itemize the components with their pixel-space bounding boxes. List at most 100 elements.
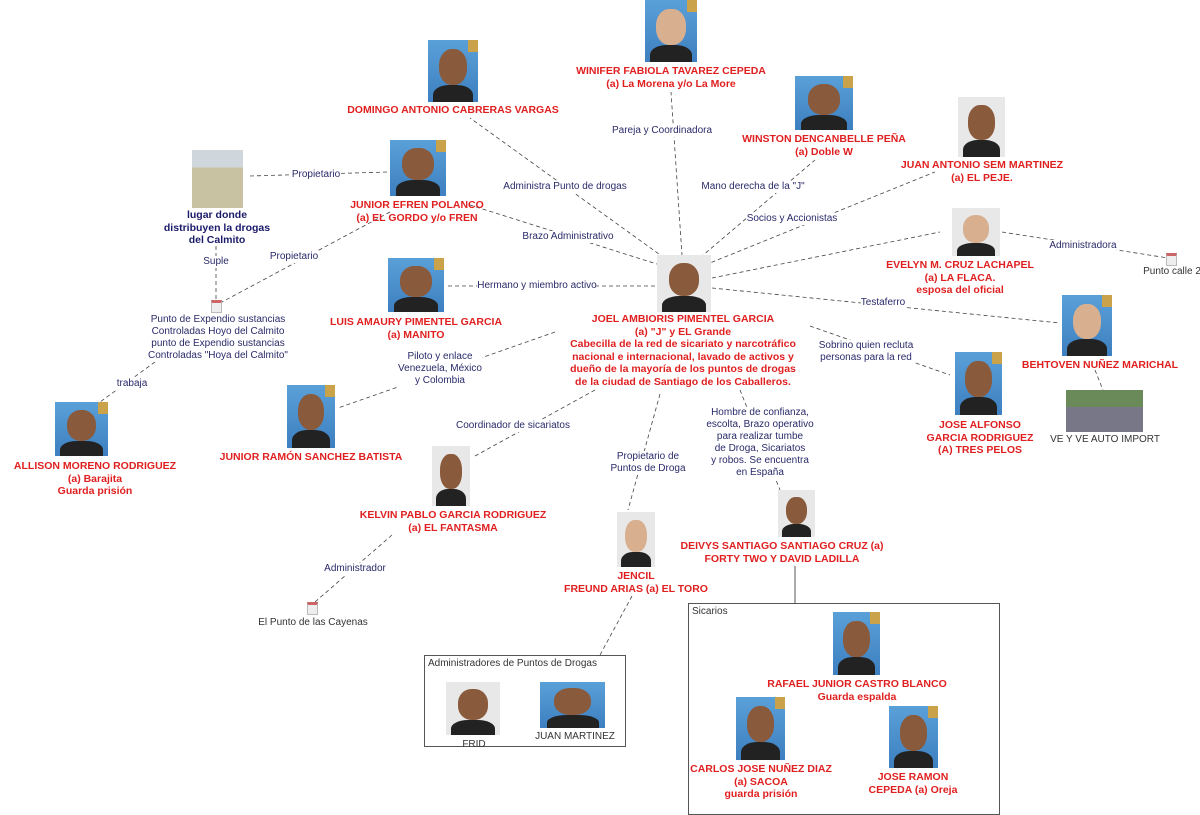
label-text: Controladas "Hoya del Calmito" bbox=[148, 350, 288, 361]
label-text: nacional e internacional, lavado de acti… bbox=[572, 350, 794, 363]
label-text: Administradora bbox=[1049, 240, 1117, 251]
label-text: FORTY TWO Y DAVID LADILLA bbox=[704, 552, 860, 565]
id-badge-icon bbox=[436, 140, 446, 152]
place-icon bbox=[307, 602, 318, 615]
node-luis[interactable]: LUIS AMAURY PIMENTEL GARCIA(a) MANITO bbox=[330, 316, 502, 341]
photo-deivys bbox=[778, 490, 815, 537]
label-text: (a) Doble W bbox=[795, 145, 853, 158]
photo-luis bbox=[388, 258, 444, 312]
edge-label-socios: Socios y Accionistas bbox=[746, 213, 838, 225]
photo-kelvin bbox=[432, 446, 470, 506]
label-text: (a) EL GORDO y/o FREN bbox=[356, 211, 478, 224]
node-deivys[interactable]: DEIVYS SANTIAGO SANTIAGO CRUZ (a)FORTY T… bbox=[680, 540, 883, 565]
label-text: DEIVYS SANTIAGO SANTIAGO CRUZ (a) bbox=[680, 540, 884, 552]
edge-label-administradora: Administradora bbox=[1049, 240, 1117, 252]
photo-joel bbox=[657, 255, 711, 312]
label-text: Administra Punto de drogas bbox=[503, 181, 627, 192]
label-text: y Colombia bbox=[414, 375, 466, 386]
label-text: y robos. Se encuentra bbox=[711, 455, 809, 466]
edge-label-propietario: Propietario bbox=[291, 169, 341, 181]
label-text: (a) SACOA bbox=[734, 775, 788, 788]
label-text: JUNIOR RAMÓN SANCHEZ BATISTA bbox=[219, 451, 403, 463]
label-text: distribuyen la drogas bbox=[163, 221, 271, 234]
label-text: (a) Barajita bbox=[67, 472, 123, 485]
label-text: para realizar tumbe bbox=[716, 431, 804, 442]
label-text: Coordinador de sicariatos bbox=[456, 420, 570, 431]
label-text: esposa del oficial bbox=[916, 284, 1004, 296]
label-text: Testaferro bbox=[860, 297, 906, 308]
label-text: JOSE RAMON bbox=[877, 771, 949, 783]
label-text: Punto de Expendio sustancias bbox=[150, 314, 286, 325]
label-text: KELVIN PABLO GARCIA RODRIGUEZ bbox=[359, 509, 547, 521]
node-punto-calle[interactable]: Punto calle 2 bbox=[1143, 266, 1200, 277]
label-text: Socios y Accionistas bbox=[746, 213, 838, 224]
photo-jose-ramon bbox=[889, 706, 938, 768]
edge-label-administrador: Administrador bbox=[324, 563, 386, 575]
label-text: personas para la red bbox=[820, 352, 912, 363]
photo-rafael bbox=[833, 612, 880, 675]
edge-label-hombre: Hombre de confianza,escolta, Brazo opera… bbox=[706, 407, 814, 479]
node-evelyn[interactable]: EVELYN M. CRUZ LACHAPEL(a) LA FLACA.espo… bbox=[886, 259, 1034, 297]
node-juan-martinez[interactable]: JUAN MARTINEZ bbox=[535, 731, 615, 742]
place-icon bbox=[211, 300, 222, 313]
label-text: del Calmito bbox=[188, 234, 246, 246]
node-domingo[interactable]: DOMINGO ANTONIO CABRERAS VARGAS bbox=[347, 104, 559, 117]
node-behtoven[interactable]: BEHTOVEN NUÑEZ MARICHAL bbox=[1022, 359, 1178, 372]
id-badge-icon bbox=[775, 697, 785, 709]
node-juan-sem[interactable]: JUAN ANTONIO SEM MARTINEZ(a) EL PEJE. bbox=[901, 159, 1063, 184]
id-badge-icon bbox=[992, 352, 1002, 364]
label-text: lugar donde bbox=[186, 209, 248, 221]
node-winifer[interactable]: WINIFER FABIOLA TAVAREZ CEPEDA(a) La Mor… bbox=[576, 65, 766, 90]
label-text: Hermano y miembro activo bbox=[477, 280, 597, 291]
label-text: LUIS AMAURY PIMENTEL GARCIA bbox=[329, 316, 503, 328]
label-text: Administradores de Puntos de Drogas bbox=[428, 658, 597, 669]
node-veyve[interactable]: VE Y VE AUTO IMPORT bbox=[1050, 434, 1160, 445]
label-text: trabaja bbox=[116, 378, 148, 389]
id-badge-icon bbox=[928, 706, 938, 718]
label-text: escolta, Brazo operativo bbox=[706, 419, 814, 430]
node-frid[interactable]: FRID bbox=[462, 739, 486, 750]
node-winston[interactable]: WINSTON DENCANBELLE PEÑA(a) Doble W bbox=[742, 133, 906, 158]
id-badge-icon bbox=[870, 612, 880, 624]
label-text: Cabecilla de la red de sicariato y narco… bbox=[570, 338, 796, 350]
photo-junior-ramon bbox=[287, 385, 335, 448]
label-text: WINSTON DENCANBELLE PEÑA bbox=[742, 133, 906, 145]
photo-winston bbox=[795, 76, 853, 130]
photo-frid bbox=[446, 682, 500, 735]
node-kelvin[interactable]: KELVIN PABLO GARCIA RODRIGUEZ(a) EL FANT… bbox=[360, 509, 546, 534]
label-text: GARCIA RODRIGUEZ bbox=[926, 431, 1034, 444]
label-text: Guarda prisión bbox=[57, 485, 133, 497]
node-junior-ramon[interactable]: JUNIOR RAMÓN SANCHEZ BATISTA bbox=[220, 451, 403, 464]
node-cayenas[interactable]: El Punto de las Cayenas bbox=[258, 617, 368, 628]
photo-junior-efren bbox=[390, 140, 446, 196]
edge-label-administra: Administra Punto de drogas bbox=[503, 181, 627, 193]
id-badge-icon bbox=[843, 76, 853, 88]
id-badge-icon bbox=[1102, 295, 1112, 307]
label-text: Propietario bbox=[291, 169, 341, 180]
photo-lugar bbox=[192, 150, 243, 208]
label-text: de la ciudad de Santiago de los Caballer… bbox=[575, 375, 791, 388]
label-text: (A) TRES PELOS bbox=[937, 444, 1023, 456]
node-junior-efren[interactable]: JUNIOR EFREN POLANCO(a) EL GORDO y/o FRE… bbox=[350, 199, 484, 224]
label-text: (a) EL PEJE. bbox=[951, 171, 1013, 184]
label-text: guarda prisión bbox=[724, 788, 798, 800]
label-text: Mano derecha de la "J" bbox=[701, 181, 805, 192]
label-text: de Droga, Sicariatos bbox=[714, 443, 806, 454]
photo-winifer bbox=[645, 0, 697, 62]
node-joel[interactable]: JOEL AMBIORIS PIMENTEL GARCIA(a) "J" y E… bbox=[570, 313, 796, 388]
label-text: en España bbox=[736, 467, 784, 478]
label-text: Sobrino quien recluta bbox=[818, 340, 914, 351]
id-badge-icon bbox=[325, 385, 335, 397]
label-text: DOMINGO ANTONIO CABRERAS VARGAS bbox=[347, 104, 559, 116]
edge-label-pareja: Pareja y Coordinadora bbox=[611, 125, 713, 137]
